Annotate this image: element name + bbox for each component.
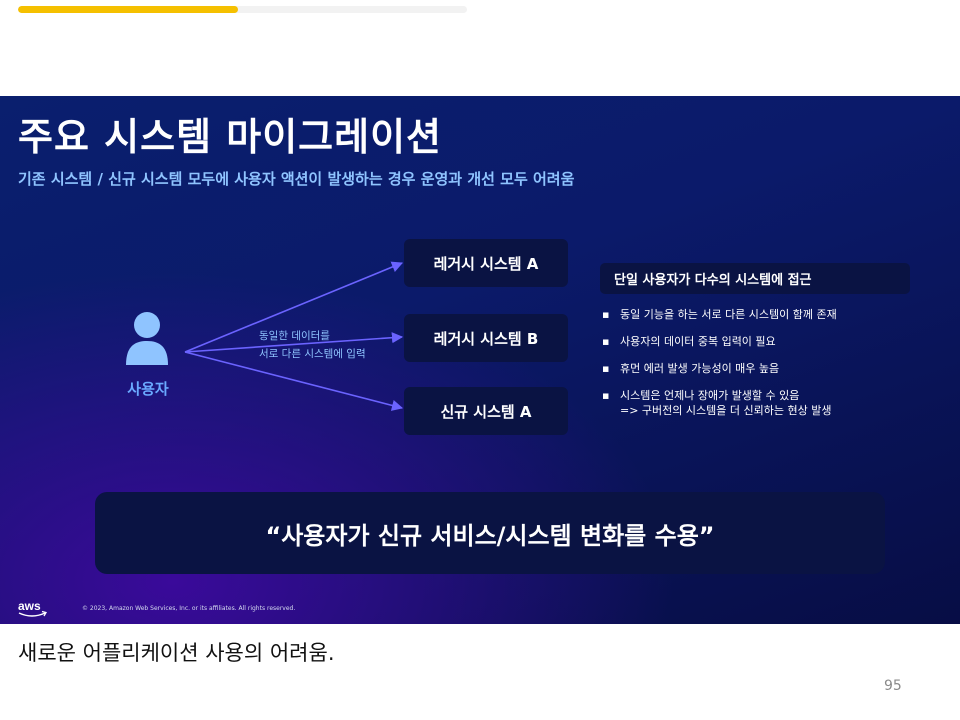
arrow-to-legacy-b	[184, 332, 404, 353]
legacy-system-b-box: 레거시 시스템 B	[404, 314, 568, 362]
svg-text:aws: aws	[18, 599, 41, 613]
bullet-text: 사용자의 데이터 중복 입력이 필요	[620, 335, 776, 348]
progress-bar	[18, 6, 467, 13]
progress-bar-fill	[18, 6, 238, 13]
bullet-item: ▪ 동일 기능을 하는 서로 다른 시스템이 함께 존재	[600, 307, 920, 322]
bullet-text: 동일 기능을 하는 서로 다른 시스템이 함께 존재	[620, 308, 837, 321]
bullet-dot-icon: ▪	[602, 308, 610, 321]
arrow-to-legacy-a	[184, 261, 404, 353]
arrow-note: 동일한 데이터를 서로 다른 시스템에 입력	[259, 327, 366, 363]
aws-logo: aws	[18, 599, 47, 617]
bullet-item: ▪ 사용자의 데이터 중복 입력이 필요	[600, 334, 920, 349]
slide-caption: 새로운 어플리케이션 사용의 어려움.	[18, 641, 335, 665]
slide-title: 주요 시스템 마이그레이션	[18, 115, 443, 159]
legacy-system-a-box: 레거시 시스템 A	[404, 239, 568, 287]
slide-subtitle: 기존 시스템 / 신규 시스템 모두에 사용자 액션이 발생하는 경우 운영과 …	[18, 170, 575, 188]
arrow-note-line: 동일한 데이터를	[259, 330, 330, 342]
bullet-dot-icon: ▪	[602, 335, 610, 348]
bullet-item: ▪ 시스템은 언제나 장애가 발생할 수 있음 => 구버전의 시스템을 더 신…	[600, 388, 920, 418]
arrow-to-new-a	[184, 351, 404, 411]
info-header: 단일 사용자가 다수의 시스템에 접근	[600, 263, 910, 294]
user-icon	[126, 312, 168, 365]
page-number: 95	[884, 678, 902, 694]
bullet-text: => 구버전의 시스템을 더 신뢰하는 현상 발생	[620, 404, 832, 417]
quote-box: “사용자가 신규 서비스/시스템 변화를 수용”	[95, 492, 885, 574]
bullet-dot-icon: ▪	[602, 362, 610, 375]
bullet-list: ▪ 동일 기능을 하는 서로 다른 시스템이 함께 존재 ▪ 사용자의 데이터 …	[600, 307, 920, 430]
copyright-text: © 2023, Amazon Web Services, Inc. or its…	[82, 605, 296, 612]
slide: 주요 시스템 마이그레이션 기존 시스템 / 신규 시스템 모두에 사용자 액션…	[0, 96, 960, 624]
bullet-dot-icon: ▪	[602, 389, 610, 402]
bullet-text: 휴먼 에러 발생 가능성이 매우 높음	[620, 362, 780, 375]
new-system-a-box: 신규 시스템 A	[404, 387, 568, 435]
bullet-item: ▪ 휴먼 에러 발생 가능성이 매우 높음	[600, 361, 920, 376]
arrow-note-line: 서로 다른 시스템에 입력	[259, 348, 366, 360]
user-label: 사용자	[127, 380, 169, 398]
bullet-text: 시스템은 언제나 장애가 발생할 수 있음	[620, 389, 800, 402]
flow-arrows	[184, 261, 404, 411]
